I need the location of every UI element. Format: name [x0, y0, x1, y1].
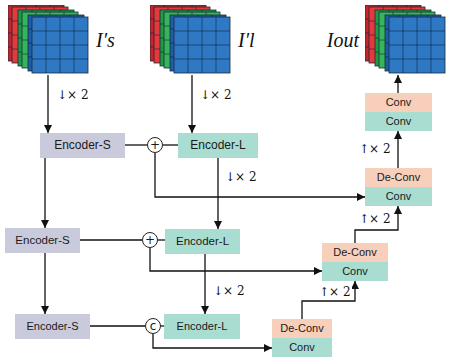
- operator-symbol: c: [150, 320, 157, 332]
- block-label: Encoder-L: [190, 139, 245, 152]
- block-label: Encoder-L: [177, 320, 228, 332]
- block-label: De-Conv: [333, 246, 376, 258]
- conv-block: Conv: [365, 112, 432, 131]
- connector: [47, 75, 48, 133]
- scale-label: ↑× 2: [318, 285, 352, 299]
- grid-line: [174, 45, 230, 46]
- grid-line: [389, 59, 445, 60]
- conv-block: Conv: [322, 262, 388, 281]
- block-label: Conv: [289, 341, 315, 353]
- scale-label: ↓× 2: [199, 88, 233, 102]
- deconv-block: De-Conv: [365, 168, 432, 187]
- grid-line: [74, 17, 75, 73]
- concat-operator: c: [145, 318, 161, 334]
- connector: [163, 144, 178, 145]
- encoder-s-block: Encoder-S: [5, 228, 80, 253]
- image-stack: [8, 5, 90, 75]
- image-node: I′s: [8, 5, 90, 75]
- operator-symbol: +: [150, 139, 160, 151]
- block-label: Conv: [386, 96, 412, 108]
- block-label: Conv: [386, 190, 412, 202]
- image-stack: [365, 5, 447, 75]
- connector: [125, 144, 147, 145]
- conv-block: Conv: [365, 187, 432, 206]
- block-label: Encoder-L: [176, 235, 229, 248]
- image-label: Iout: [327, 28, 359, 52]
- image-node: I′l: [150, 5, 232, 75]
- encoder-l-block: Encoder-L: [165, 229, 240, 254]
- connector: [217, 158, 218, 229]
- scale-label: ↑× 2: [358, 212, 392, 226]
- image-stack: [150, 5, 232, 75]
- connector: [158, 239, 165, 240]
- connector: [90, 325, 145, 326]
- encoder-s-block: Encoder-S: [40, 133, 125, 158]
- connector: [44, 158, 45, 228]
- connector: [80, 239, 142, 240]
- conv-block: Conv: [272, 338, 332, 357]
- connector: [191, 75, 192, 133]
- scale-label: ↑× 2: [358, 142, 392, 156]
- connector: [397, 131, 398, 168]
- block-label: Encoder-S: [54, 139, 111, 152]
- grid-line: [216, 17, 217, 73]
- connector: [204, 254, 205, 314]
- image-label: I′l: [238, 28, 255, 52]
- grid-line: [431, 17, 432, 73]
- image-layer: [32, 17, 88, 73]
- scale-label: ↓× 2: [212, 284, 246, 298]
- encoder-l-block: Encoder-L: [164, 314, 240, 339]
- add-operator: +: [142, 232, 158, 248]
- add-operator: +: [147, 137, 163, 153]
- encoder-s-block: Encoder-S: [15, 314, 90, 339]
- block-label: De-Conv: [377, 171, 420, 183]
- connector: [397, 75, 398, 93]
- image-node: Iout: [365, 5, 447, 75]
- connector: [44, 253, 45, 314]
- connector: [302, 281, 355, 319]
- conv-block: Conv: [365, 93, 432, 112]
- deconv-block: De-Conv: [272, 319, 332, 338]
- block-label: Conv: [342, 265, 368, 277]
- image-layer: [389, 17, 445, 73]
- scale-label: ↓× 2: [56, 88, 90, 102]
- block-label: De-Conv: [280, 322, 323, 334]
- grid-line: [174, 59, 230, 60]
- deconv-block: De-Conv: [322, 243, 388, 262]
- block-label: Encoder-S: [15, 234, 69, 247]
- encoder-l-block: Encoder-L: [178, 133, 258, 158]
- image-layer: [174, 17, 230, 73]
- connector: [355, 206, 398, 243]
- block-label: Encoder-S: [27, 320, 79, 332]
- connector: [155, 153, 365, 197]
- block-label: Conv: [386, 115, 412, 127]
- grid-line: [32, 45, 88, 46]
- scale-label: ↓× 2: [224, 170, 258, 184]
- operator-symbol: +: [145, 234, 155, 246]
- grid-line: [389, 45, 445, 46]
- image-label: I′s: [96, 28, 115, 52]
- grid-line: [32, 59, 88, 60]
